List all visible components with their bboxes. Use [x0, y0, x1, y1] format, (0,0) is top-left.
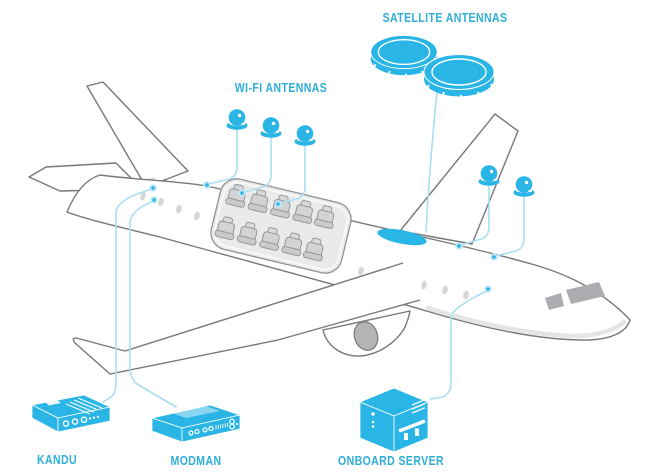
- far-wing: [399, 113, 519, 245]
- engine-fan: [353, 321, 379, 351]
- cabin-windows: [140, 191, 469, 300]
- wifi-antenna-icon: [260, 117, 282, 138]
- cabin-cutaway: [210, 178, 352, 274]
- main-wing: [73, 263, 420, 374]
- airplane-illustration: [28, 81, 631, 375]
- onboard-server-label: ONBOARD SERVER: [337, 454, 445, 468]
- cockpit-windows: [545, 282, 605, 310]
- main-wing-outline: [72, 262, 421, 375]
- satellite-dish-icon: [423, 53, 495, 102]
- server-connector: [429, 290, 488, 400]
- connector-lines: [102, 91, 525, 408]
- kandu-device: [31, 394, 111, 433]
- wifi1-connector: [208, 129, 238, 185]
- belly-shade: [425, 305, 627, 339]
- kandu-connector: [102, 188, 154, 403]
- wifi-antennas-label: WI-FI ANTENNAS: [234, 81, 328, 95]
- onboard-server-device: [359, 387, 429, 453]
- satellite-connector: [425, 91, 438, 232]
- wifi5-connector: [495, 196, 525, 257]
- vertical-stabilizer: [86, 81, 189, 188]
- modman-label: MODMAN: [170, 454, 222, 468]
- modman-connector: [129, 200, 177, 408]
- wifi-antenna-icon: [513, 176, 535, 197]
- wifi2-connector: [243, 137, 272, 193]
- connection-dots: [149, 181, 498, 293]
- wifi4-connector: [460, 185, 490, 246]
- wifi-antenna-icon: [294, 125, 316, 146]
- modman-device: [151, 404, 241, 443]
- satellite-antennas-label: SATELLITE ANTENNAS: [382, 11, 508, 25]
- wifi3-connector: [279, 145, 306, 204]
- wifi-antenna-icon: [226, 109, 248, 130]
- radome-footprint: [377, 228, 427, 246]
- satellite-antennas: [369, 34, 495, 102]
- kandu-label: KANDU: [36, 453, 78, 467]
